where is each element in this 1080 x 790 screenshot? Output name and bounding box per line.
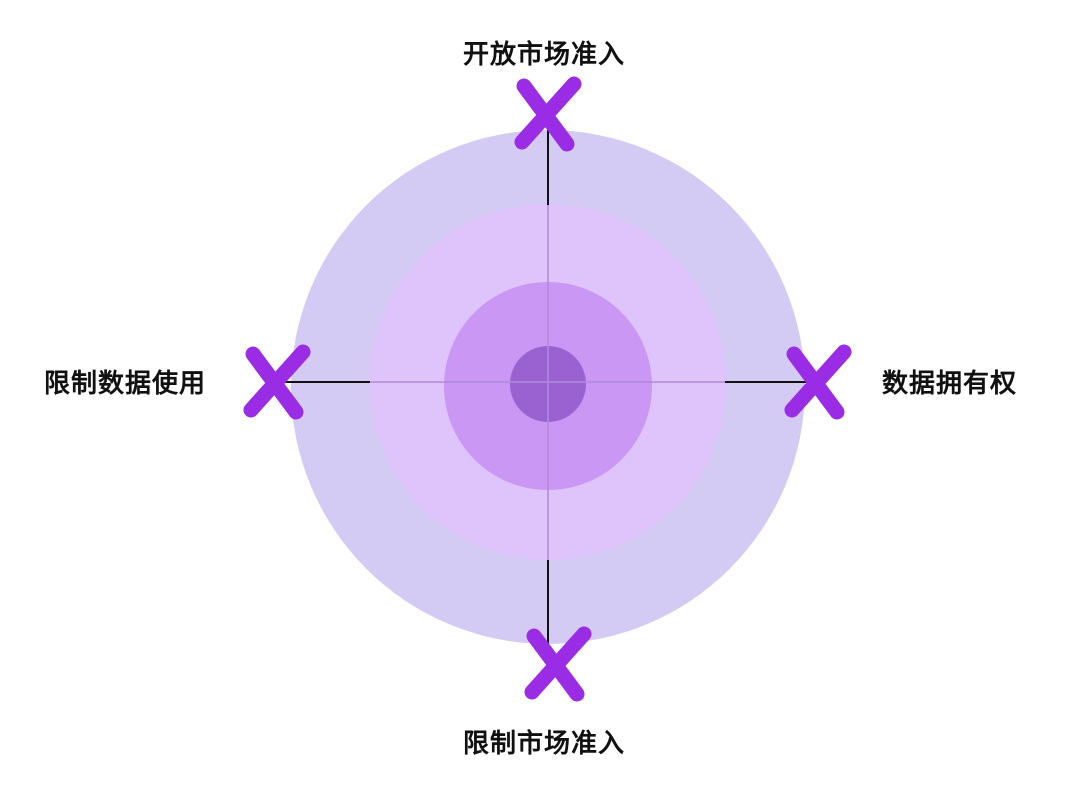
x-mark-icon (243, 344, 311, 420)
label-restrict-data-use: 限制数据使用 (44, 369, 207, 399)
x-mark-icon (524, 626, 592, 702)
x-mark-icon (784, 344, 852, 420)
label-open-market-access: 开放市场准入 (463, 40, 626, 70)
x-mark-icon (514, 76, 582, 152)
label-data-ownership: 数据拥有权 (882, 369, 1018, 399)
label-restrict-market-access: 限制市场准入 (463, 729, 626, 759)
